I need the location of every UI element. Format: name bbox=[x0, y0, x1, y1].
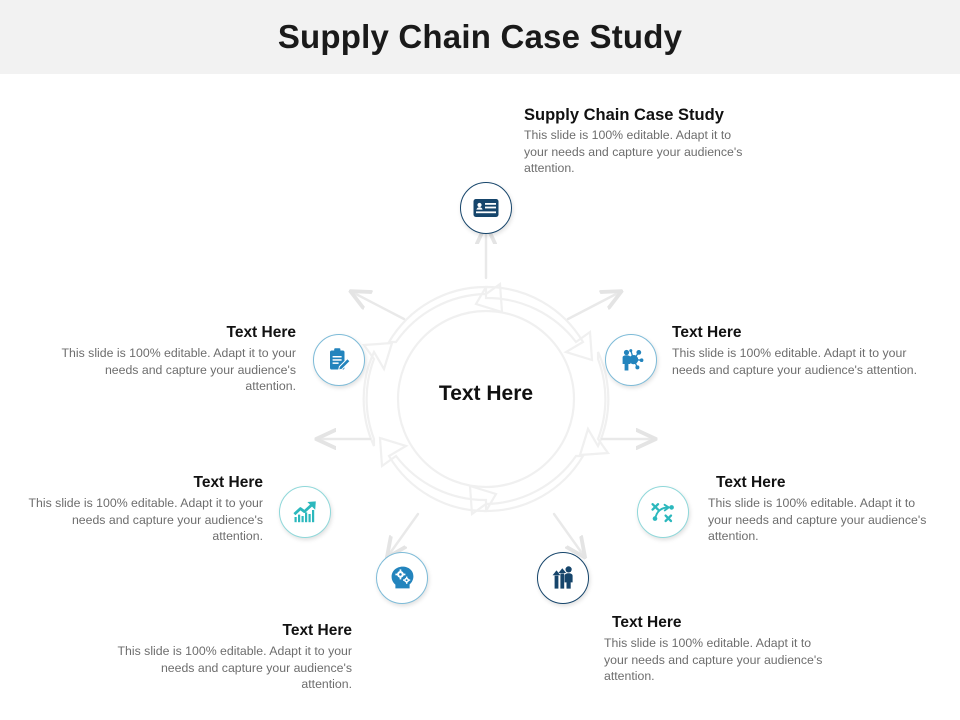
node-text-top: Supply Chain Case Study This slide is 10… bbox=[524, 106, 774, 177]
id-card-icon bbox=[473, 199, 499, 217]
node-text-middle-left: Text Here This slide is 100% editable. A… bbox=[18, 474, 263, 545]
node-text-upper-left: Text Here This slide is 100% editable. A… bbox=[56, 324, 296, 395]
node-body-top: This slide is 100% editable. Adapt it to… bbox=[524, 128, 743, 175]
node-icon-middle-left[interactable] bbox=[279, 486, 331, 538]
arrow-to-upper-left bbox=[352, 292, 406, 321]
node-body-lower-left: This slide is 100% editable. Adapt it to… bbox=[117, 644, 352, 691]
strategy-tactics-icon bbox=[651, 503, 674, 523]
node-body-middle-left: This slide is 100% editable. Adapt it to… bbox=[28, 496, 263, 543]
growth-chart-icon bbox=[293, 501, 316, 523]
node-body-upper-left: This slide is 100% editable. Adapt it to… bbox=[61, 346, 296, 393]
arrow-to-upper-right bbox=[566, 292, 620, 321]
arrow-to-lower-right bbox=[552, 512, 584, 556]
node-icon-top[interactable] bbox=[460, 182, 512, 234]
node-body-lower-right: This slide is 100% editable. Adapt it to… bbox=[604, 636, 823, 683]
person-growth-icon bbox=[552, 566, 573, 589]
node-body-upper-right: This slide is 100% editable. Adapt it to… bbox=[672, 346, 918, 377]
node-title-middle-right: Text Here bbox=[716, 474, 786, 491]
spoke-arrows bbox=[318, 226, 654, 556]
node-text-upper-right: Text Here This slide is 100% editable. A… bbox=[672, 324, 922, 378]
node-icon-upper-right[interactable] bbox=[605, 334, 657, 386]
node-title-top: Supply Chain Case Study bbox=[524, 106, 724, 124]
node-title-upper-left: Text Here bbox=[226, 324, 297, 341]
node-icon-lower-left[interactable] bbox=[376, 552, 428, 604]
node-text-middle-right: Text Here This slide is 100% editable. A… bbox=[708, 474, 940, 545]
node-title-middle-left: Text Here bbox=[193, 474, 264, 491]
node-body-middle-right: This slide is 100% editable. Adapt it to… bbox=[708, 496, 927, 543]
node-icon-lower-right[interactable] bbox=[537, 552, 589, 604]
node-icon-middle-right[interactable] bbox=[637, 486, 689, 538]
clipboard-pencil-icon bbox=[330, 348, 351, 371]
page-title: Supply Chain Case Study bbox=[277, 18, 683, 55]
header-band: Supply Chain Case Study bbox=[0, 0, 960, 74]
center-label: Text Here bbox=[438, 382, 534, 405]
person-network-icon bbox=[622, 349, 644, 371]
hub-and-spoke-graphic bbox=[0, 74, 960, 720]
node-title-upper-right: Text Here bbox=[672, 324, 742, 341]
arrow-to-lower-left bbox=[388, 512, 420, 556]
head-gears-icon bbox=[391, 566, 414, 589]
node-text-lower-left: Text Here This slide is 100% editable. A… bbox=[112, 622, 352, 693]
node-text-lower-right: Text Here This slide is 100% editable. A… bbox=[604, 614, 844, 685]
node-title-lower-left: Text Here bbox=[282, 622, 353, 639]
diagram-stage: Text Here Supply Chain Case Study This s… bbox=[0, 74, 960, 720]
node-icon-upper-left[interactable] bbox=[313, 334, 365, 386]
node-title-lower-right: Text Here bbox=[612, 614, 682, 631]
center-ring bbox=[361, 281, 611, 517]
